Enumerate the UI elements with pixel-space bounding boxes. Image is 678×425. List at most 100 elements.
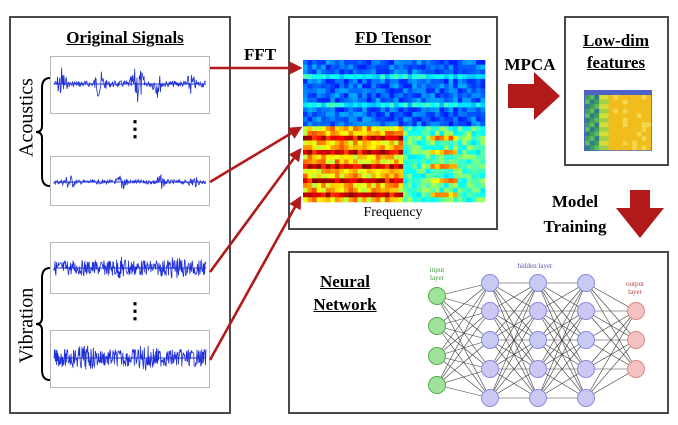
heatmap-cell: [412, 93, 418, 99]
heatmap-cell: [412, 116, 418, 122]
heatmap-cell: [403, 197, 408, 203]
heatmap-cell: [412, 168, 418, 174]
heatmap-cell: [384, 173, 390, 179]
heatmap-cell: [348, 88, 354, 94]
heatmap-cell: [466, 112, 472, 118]
heatmap-cell: [389, 116, 395, 122]
heatmap-cell: [462, 154, 468, 160]
heatmap-cell: [412, 74, 418, 80]
heatmap-cell: [348, 145, 354, 151]
heatmap-cell: [475, 183, 481, 189]
heatmap-cell: [434, 97, 440, 103]
heatmap-cell: [362, 154, 367, 160]
feature-map-cell: [646, 113, 652, 119]
heatmap-cell: [416, 164, 422, 170]
heatmap-cell: [362, 112, 367, 118]
heatmap-cell: [321, 64, 327, 70]
heatmap-cell: [334, 149, 340, 155]
feature-map-cell: [594, 95, 600, 100]
heatmap-cell: [407, 78, 413, 84]
heatmap-cell: [357, 121, 363, 127]
heatmap-cell: [325, 121, 331, 127]
feature-map-cell: [636, 122, 642, 128]
heatmap-cell: [303, 135, 308, 141]
nn-hidden-node: [577, 389, 595, 407]
heatmap-cell: [357, 93, 363, 99]
heatmap-cell: [453, 78, 458, 84]
heatmap-cell: [389, 154, 395, 160]
feature-map-cell: [627, 99, 633, 105]
heatmap-cell: [334, 197, 340, 203]
heatmap-cell: [394, 78, 399, 84]
nn-hidden-node: [529, 302, 547, 320]
heatmap-cell: [366, 74, 372, 80]
heatmap-cell: [480, 140, 486, 146]
heatmap-cell: [353, 83, 358, 89]
heatmap-cell: [462, 197, 468, 203]
heatmap-cell: [412, 131, 418, 137]
heatmap-cell: [307, 149, 313, 155]
heatmap-cell: [389, 102, 395, 108]
heatmap-cell: [375, 116, 381, 122]
heatmap-cell: [412, 112, 418, 118]
heatmap-cell: [425, 140, 431, 146]
heatmap-cell: [375, 197, 381, 203]
heatmap-cell: [475, 112, 481, 118]
heatmap-cell: [357, 149, 363, 155]
heatmap-cell: [403, 164, 408, 170]
heatmap-cell: [471, 126, 477, 132]
heatmap-cell: [339, 60, 345, 66]
heatmap-cell: [412, 192, 418, 198]
feature-map-cell: [613, 117, 619, 123]
heatmap-cell: [475, 64, 481, 70]
heatmap-cell: [353, 131, 358, 137]
heatmap-cell: [303, 74, 308, 80]
heatmap-cell: [339, 112, 345, 118]
feature-map-cell: [632, 113, 638, 119]
feature-map-cell: [622, 99, 628, 105]
heatmap-cell: [457, 64, 463, 70]
nn-input-layer-label: input layer: [429, 266, 445, 282]
heatmap-cell: [371, 154, 377, 160]
heatmap-cell: [412, 145, 418, 151]
heatmap-cell: [371, 97, 377, 103]
heatmap-cell: [375, 64, 381, 70]
heatmap-cell: [471, 64, 477, 70]
heatmap-cell: [444, 168, 449, 174]
heatmap-cell: [307, 69, 313, 75]
heatmap-cell: [366, 69, 372, 75]
heatmap-cell: [330, 178, 336, 184]
heatmap-cell: [453, 121, 458, 127]
heatmap-cell: [448, 102, 454, 108]
heatmap-cell: [316, 126, 322, 132]
heatmap-cell: [480, 78, 486, 84]
heatmap-cell: [394, 116, 399, 122]
heatmap-cell: [421, 126, 427, 132]
heatmap-cell: [330, 64, 336, 70]
heatmap-cell: [444, 192, 449, 198]
heatmap-cell: [357, 69, 363, 75]
heatmap-cell: [384, 112, 390, 118]
heatmap-cell: [444, 64, 449, 70]
feature-map-cell: [641, 127, 647, 132]
heatmap-cell: [457, 168, 463, 174]
heatmap-cell: [475, 60, 481, 66]
heatmap-cell: [380, 88, 386, 94]
heatmap-cell: [339, 168, 345, 174]
feature-map-cell: [594, 113, 600, 119]
heatmap-cell: [371, 145, 377, 151]
heatmap-cell: [312, 69, 317, 75]
heatmap-cell: [466, 107, 472, 113]
feature-map-cell: [585, 104, 591, 110]
heatmap-cell: [425, 69, 431, 75]
heatmap-cell: [312, 192, 317, 198]
feature-map-cell: [608, 95, 614, 100]
heatmap-cell: [398, 69, 404, 75]
heatmap-cell: [471, 173, 477, 179]
heatmap-cell: [353, 64, 358, 70]
heatmap-cell: [303, 173, 308, 179]
heatmap-cell: [407, 93, 413, 99]
heatmap-cell: [371, 107, 377, 113]
heatmap-cell: [362, 192, 367, 198]
heatmap-cell: [475, 135, 481, 141]
